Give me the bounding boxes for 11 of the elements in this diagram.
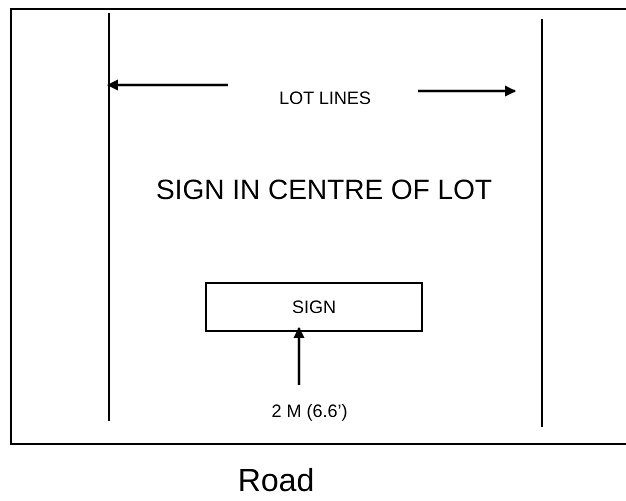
lot-line	[541, 19, 543, 427]
road-label: Road	[236, 461, 316, 500]
arrow	[418, 85, 516, 97]
arrow	[293, 326, 305, 385]
lot-lines-label: LOT LINES	[230, 85, 420, 111]
heading-note: SIGN IN CENTRE OF LOT	[154, 173, 494, 207]
lot-line	[108, 13, 110, 421]
lot-boundary	[10, 8, 626, 445]
sign-box: SIGN	[205, 282, 423, 332]
arrow	[106, 79, 228, 91]
distance-label: 2 M (6.6’)	[247, 387, 372, 435]
